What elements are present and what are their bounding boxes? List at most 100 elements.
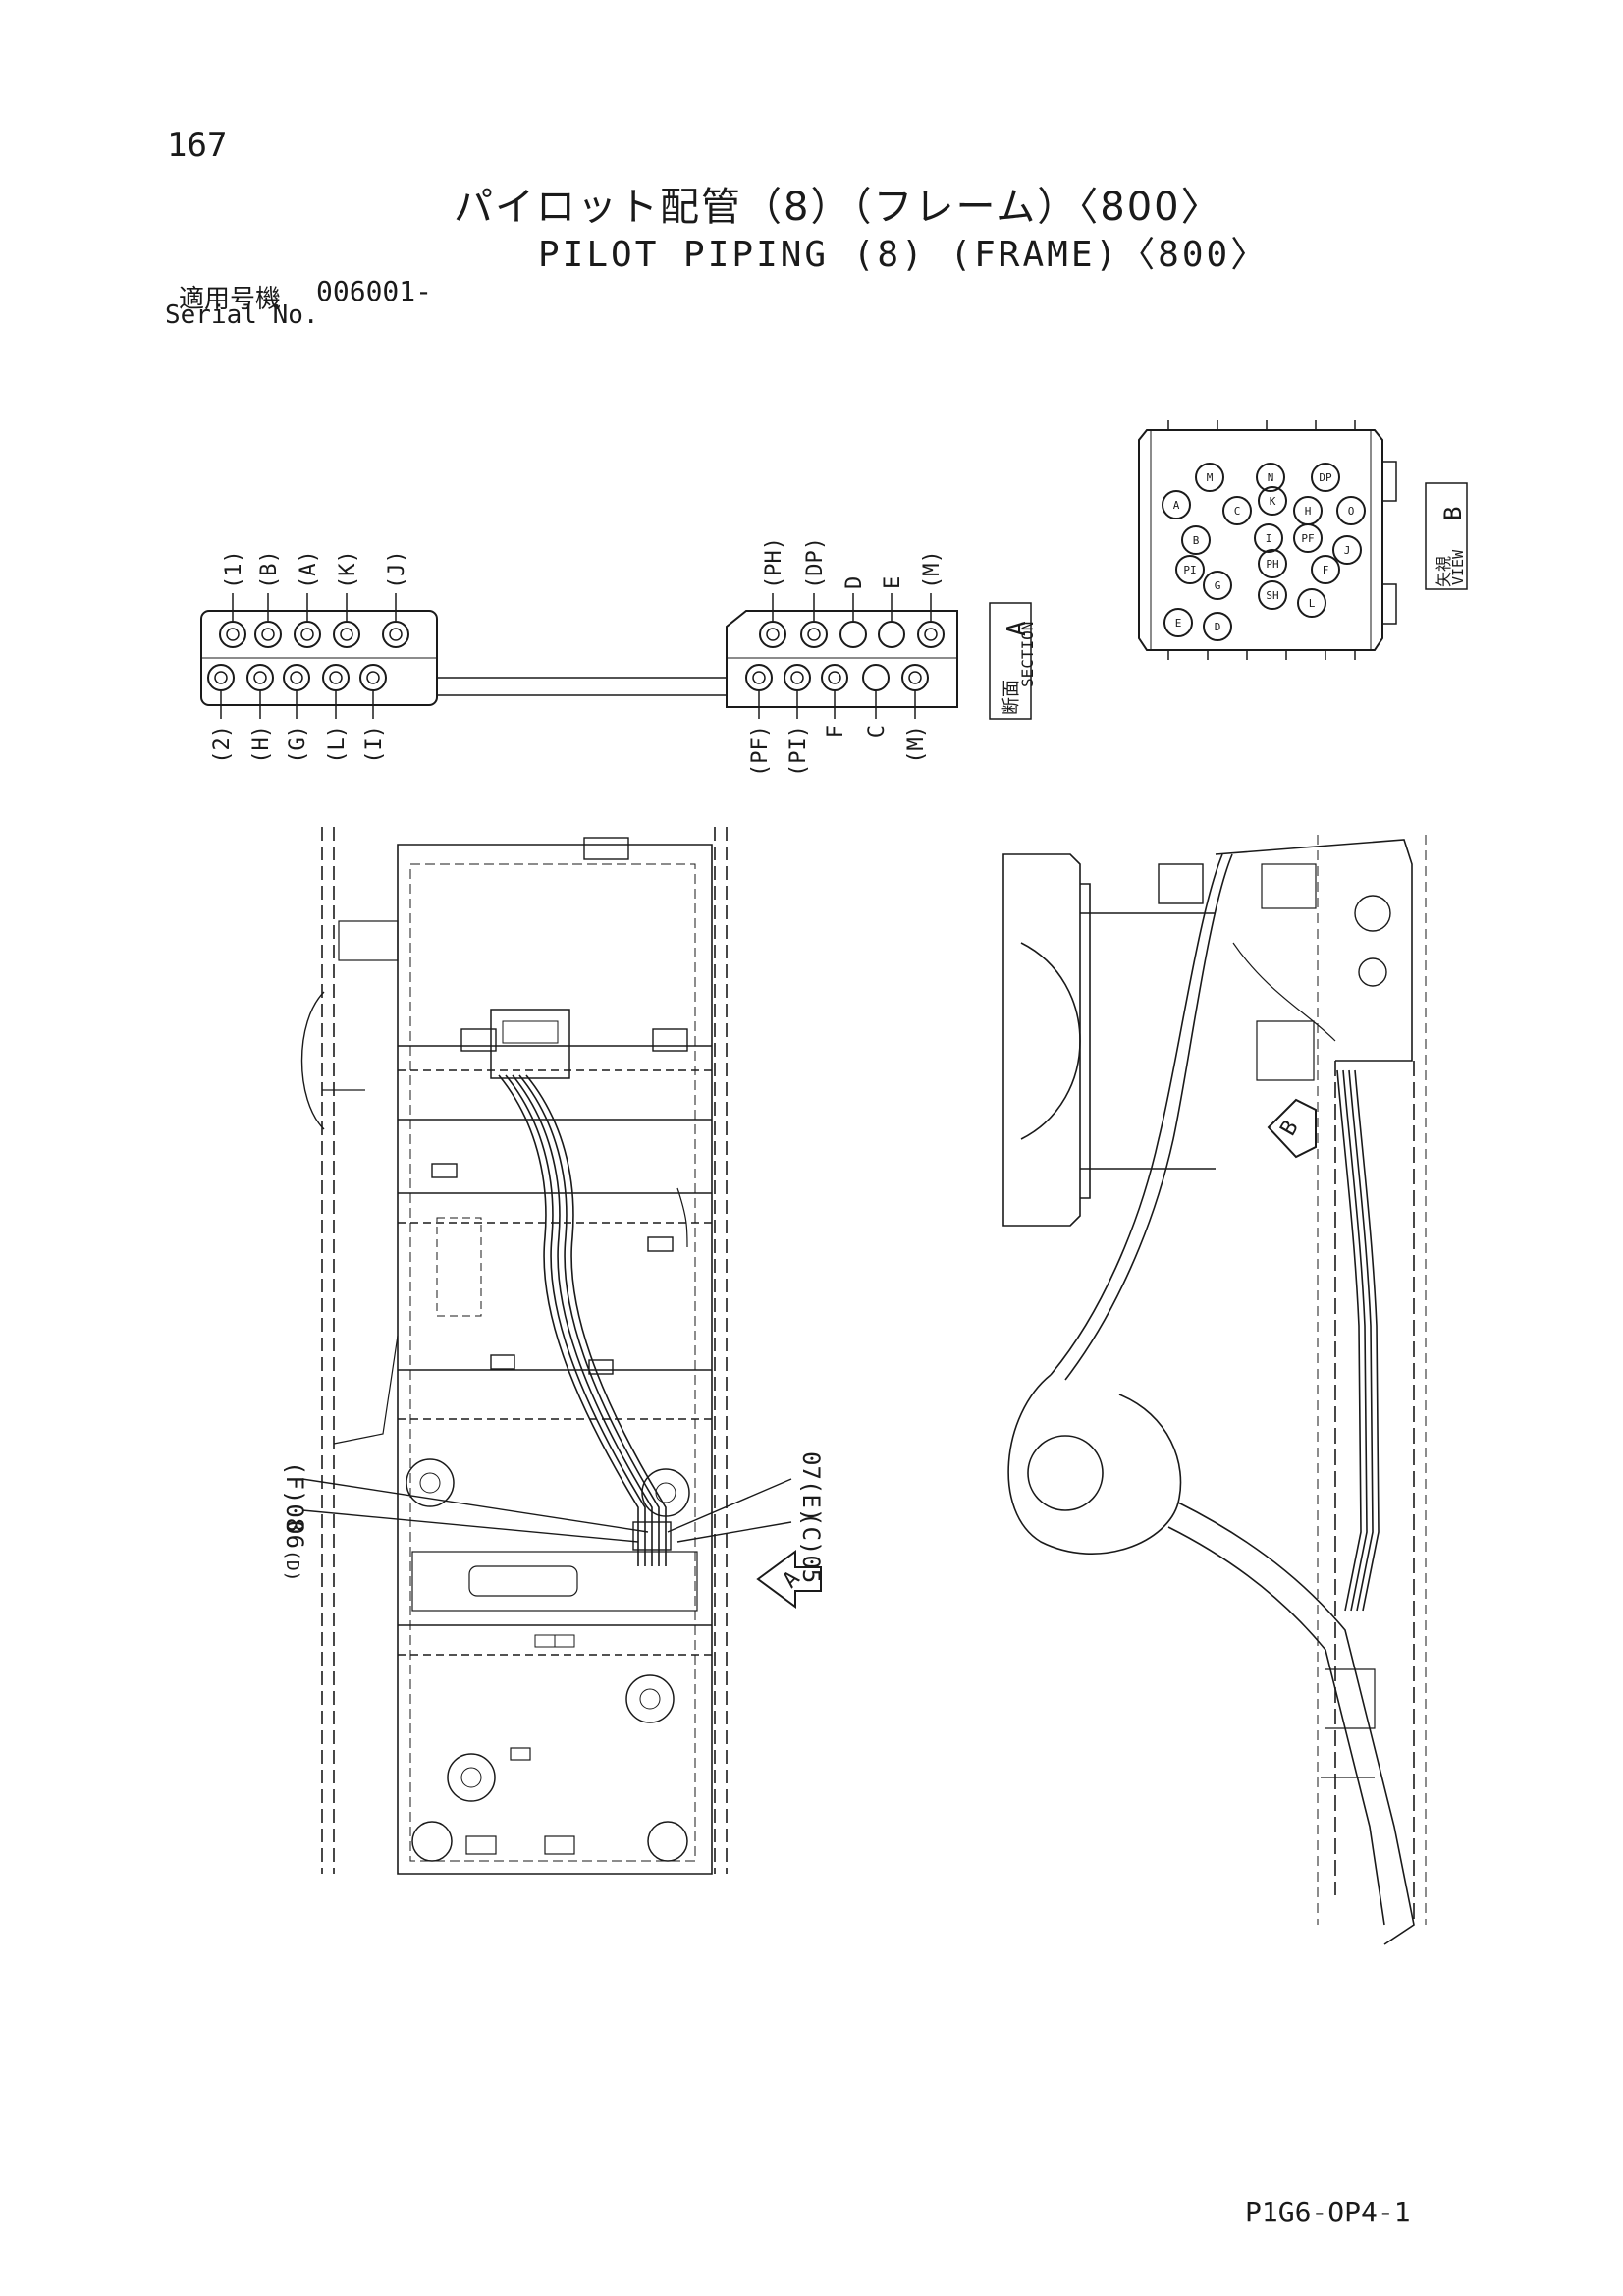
section-a-left-bottom-label: (H) [249, 725, 274, 764]
section-a-right-bottom-labels: (PF) (PI) F C (M) [748, 725, 929, 777]
view-b-port: M [1195, 463, 1224, 492]
view-b-arrow: B [1267, 1098, 1317, 1159]
callout-08f: (F)08 [281, 1461, 308, 1532]
view-b-port-label: SH [1266, 589, 1278, 602]
plan-view-frame [300, 827, 792, 1875]
view-b-port-label: E [1175, 617, 1182, 629]
view-b-port: H [1293, 496, 1323, 525]
section-a-right-bottom-label: F [824, 725, 848, 738]
view-b-port-label: PF [1301, 532, 1314, 545]
view-b-block: A M N B C K H DP I O PI G PH F PF E J D L SH [1138, 420, 1397, 660]
view-b-port-label: D [1215, 621, 1221, 633]
section-a-left-top-label: (K) [336, 550, 360, 589]
view-b-port: SH [1258, 580, 1287, 610]
section-a-right-bottom-label: (PI) [786, 725, 811, 777]
section-a-right-top-label: E [881, 576, 905, 589]
section-a-left-top-label: (A) [297, 550, 321, 589]
view-b-port: PH [1258, 549, 1287, 578]
view-b-port: B [1181, 525, 1211, 555]
view-b-port: I [1254, 523, 1283, 553]
view-b-port: F [1311, 555, 1340, 584]
view-b-label-jp: 矢視 [1434, 556, 1453, 587]
section-a-left-bottom-labels: (2)(H)(G)(L)(I) [210, 725, 387, 764]
section-a-right-bottom-port [784, 664, 811, 691]
section-a-label-jp: 断面 [1001, 680, 1022, 715]
section-a-right-bottom-port [745, 664, 773, 691]
section-a-right-top-port [878, 621, 905, 648]
view-b-port-label: DP [1319, 471, 1332, 484]
section-a-right-bottom-label: (M) [904, 725, 929, 764]
section-a-right-top-port [917, 621, 945, 648]
section-a-right-top-labels: (PH) (DP) D E (M) [762, 537, 945, 589]
section-a-right-top-port [839, 621, 867, 648]
section-a-right-top-label: (PH) [762, 537, 786, 589]
view-b-port: D [1203, 612, 1232, 641]
section-a-left-bottom-port [283, 664, 310, 691]
view-b-port: N [1256, 463, 1285, 492]
section-a-left-bottom-port [207, 664, 235, 691]
view-b-port-label: I [1266, 532, 1272, 545]
view-b-arrow-letter: B [1276, 1117, 1304, 1140]
view-b-port: K [1258, 486, 1287, 516]
view-b-port-label: L [1309, 597, 1316, 610]
serial-label-english: Serial No. [165, 301, 319, 330]
section-a-left-top-label: (B) [257, 550, 282, 589]
view-b-port: PF [1293, 523, 1323, 553]
section-a-right-bottom-label: (PF) [748, 725, 773, 777]
view-b-port: G [1203, 571, 1232, 600]
section-a-left-top-labels: (1) (B) (A) (K) (J) [222, 550, 409, 589]
view-b-port-label: G [1215, 579, 1221, 592]
view-b-label: 矢視 VIEW B [1425, 482, 1468, 590]
callout-06: 06 [281, 1520, 308, 1549]
page-title-japanese: パイロット配管（8）（フレーム）〈800〉 [454, 185, 1222, 230]
section-a-left-top-port [333, 621, 360, 648]
section-a-left-top-label: (1) [222, 550, 246, 589]
section-a-left-bottom-port [359, 664, 387, 691]
drawing-code: P1G6-OP4-1 [1245, 2196, 1411, 2228]
side-view-frame [1002, 835, 1427, 1945]
view-b-port-label: J [1344, 544, 1351, 557]
serial-range: 006001- [316, 275, 433, 307]
section-a-left-bottom-label: (L) [325, 725, 350, 764]
view-b-port: DP [1311, 463, 1340, 492]
view-b-port: O [1336, 496, 1366, 525]
section-a-left-block [200, 593, 728, 719]
section-a-right-block [726, 593, 958, 719]
page-number: 167 [167, 126, 228, 165]
view-b-port: A [1162, 490, 1191, 519]
section-a-right-top-port [800, 621, 828, 648]
section-a-left-bottom-label: (I) [362, 725, 387, 764]
view-b-port-label: C [1234, 505, 1241, 518]
section-a-left-top-port [219, 621, 246, 648]
section-a-label: 断面 SECTION A [989, 602, 1037, 720]
section-a-right-bottom-port [901, 664, 929, 691]
section-a-right-top-label: (DP) [803, 537, 828, 589]
page-title-english: PILOT PIPING (8) (FRAME)〈800〉 [538, 235, 1270, 275]
view-b-port: C [1222, 496, 1252, 525]
view-b-port: L [1297, 588, 1326, 618]
view-b-port: PI [1175, 555, 1205, 584]
view-b-port-label: PH [1266, 558, 1278, 571]
section-a-left-top-label: (J) [385, 550, 409, 589]
section-a-right-bottom-label: C [865, 725, 890, 738]
section-a-right-top-label: D [842, 576, 867, 589]
view-b-port: E [1163, 608, 1193, 637]
section-a-right-top-label: (M) [920, 550, 945, 589]
serial-label-japanese: 適用号機 [179, 285, 282, 314]
section-a-left-top-port [294, 621, 321, 648]
section-a-left-bottom-port [246, 664, 274, 691]
view-b-letter: B [1439, 507, 1467, 520]
section-a-left-top-port [382, 621, 409, 648]
section-a-left-bottom-port [322, 664, 350, 691]
view-b-port-label: N [1268, 471, 1274, 484]
view-b-port-label: A [1173, 499, 1180, 512]
callout-d: (D) [282, 1550, 302, 1582]
view-b-port-label: M [1207, 471, 1214, 484]
view-b-port-label: K [1270, 495, 1276, 508]
section-a-right-top-port [759, 621, 786, 648]
view-b-port-label: B [1193, 534, 1200, 547]
section-a-right-bottom-port [862, 664, 890, 691]
view-b-port-label: F [1323, 564, 1329, 576]
section-a-left-bottom-label: (2) [210, 725, 235, 764]
view-b-label-en: VIEW [1449, 549, 1467, 585]
